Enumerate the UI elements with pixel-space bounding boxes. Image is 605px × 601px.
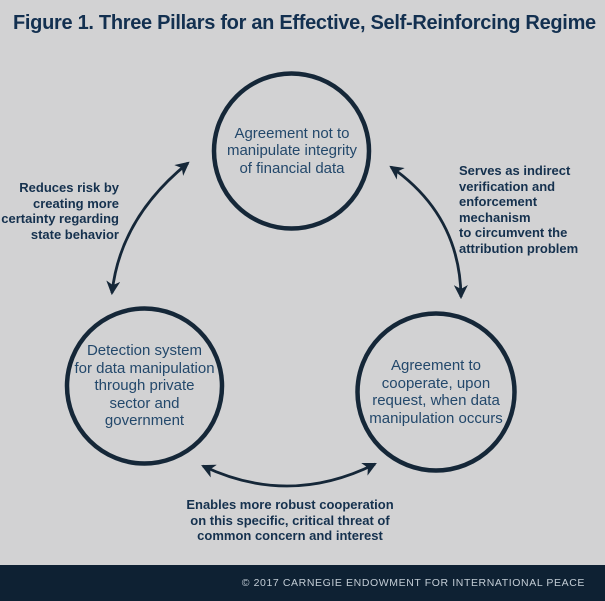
connection-right-annotation: Serves as indirect verification and enfo… (459, 163, 579, 256)
double-arrow-left-icon (106, 161, 190, 296)
footer-bar: © 2017 CARNEGIE ENDOWMENT FOR INTERNATIO… (0, 565, 605, 601)
figure-title: Figure 1. Three Pillars for an Effective… (13, 12, 596, 34)
pillar-top-label: Agreement not to manipulate integrity of… (226, 124, 358, 177)
pillar-circle-bottom-left-outline (64, 306, 225, 466)
connection-bottom-annotation: Enables more robust cooperation on this … (186, 497, 394, 543)
copyright-text: © 2017 CARNEGIE ENDOWMENT FOR INTERNATIO… (241, 577, 585, 589)
connection-left-annotation: Reduces risk by creating more certainty … (1, 180, 119, 242)
pillar-circle-bottom-right-outline (355, 311, 517, 473)
double-arrow-right-icon (389, 165, 468, 300)
pillar-bottom-right-label: Agreement to cooperate, upon request, wh… (369, 357, 503, 427)
pillar-circle-top-outline (211, 71, 372, 231)
double-arrow-bottom-icon (201, 462, 377, 488)
pillar-bottom-left-label: Detection system for data manipulation t… (74, 342, 215, 430)
